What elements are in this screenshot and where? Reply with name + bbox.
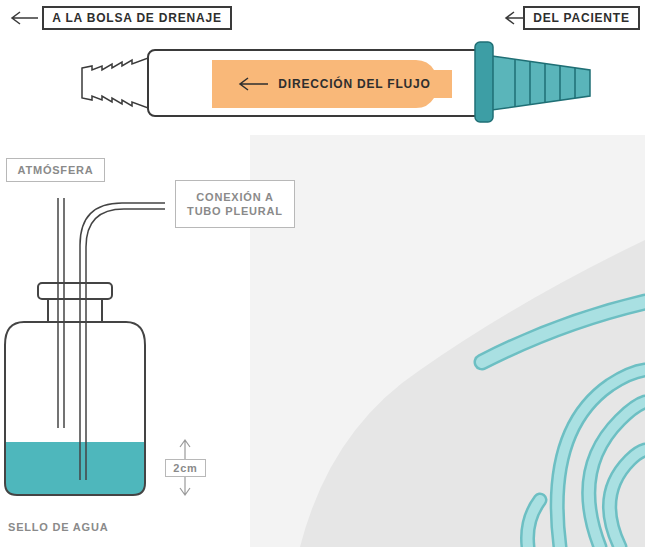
label-box: CONEXIÓN A TUBO PLEURAL <box>175 180 295 228</box>
direction-arrows <box>12 12 535 24</box>
label-text: A LA BOLSA DE DRENAJE <box>52 11 221 25</box>
label-text: 2cm <box>173 462 197 474</box>
dimension-box: 2cm <box>165 459 206 477</box>
caption-label: SELLO DE AGUA <box>8 521 108 533</box>
valve-body <box>148 50 482 116</box>
label-box: DEL PACIENTE <box>523 6 640 30</box>
body-silhouette <box>300 240 645 547</box>
label-box: A LA BOLSA DE DRENAJE <box>42 6 232 30</box>
ribcage <box>482 302 645 547</box>
flow-band <box>212 60 452 108</box>
flow-band-text: DIRECCIÓN DEL FLUJO <box>276 72 433 96</box>
patient-connector <box>475 42 590 122</box>
drain-connector <box>82 58 148 108</box>
label-box: ATMÓSFERA <box>6 158 105 182</box>
label-text: DIRECCIÓN DEL FLUJO <box>278 77 430 91</box>
water-seal-bottle <box>5 198 165 495</box>
label-text: DEL PACIENTE <box>533 11 630 25</box>
label-text: CONEXIÓN A TUBO PLEURAL <box>184 190 286 219</box>
label-text: ATMÓSFERA <box>17 164 93 176</box>
flow-arrow <box>240 78 268 90</box>
background-panel <box>250 135 645 547</box>
